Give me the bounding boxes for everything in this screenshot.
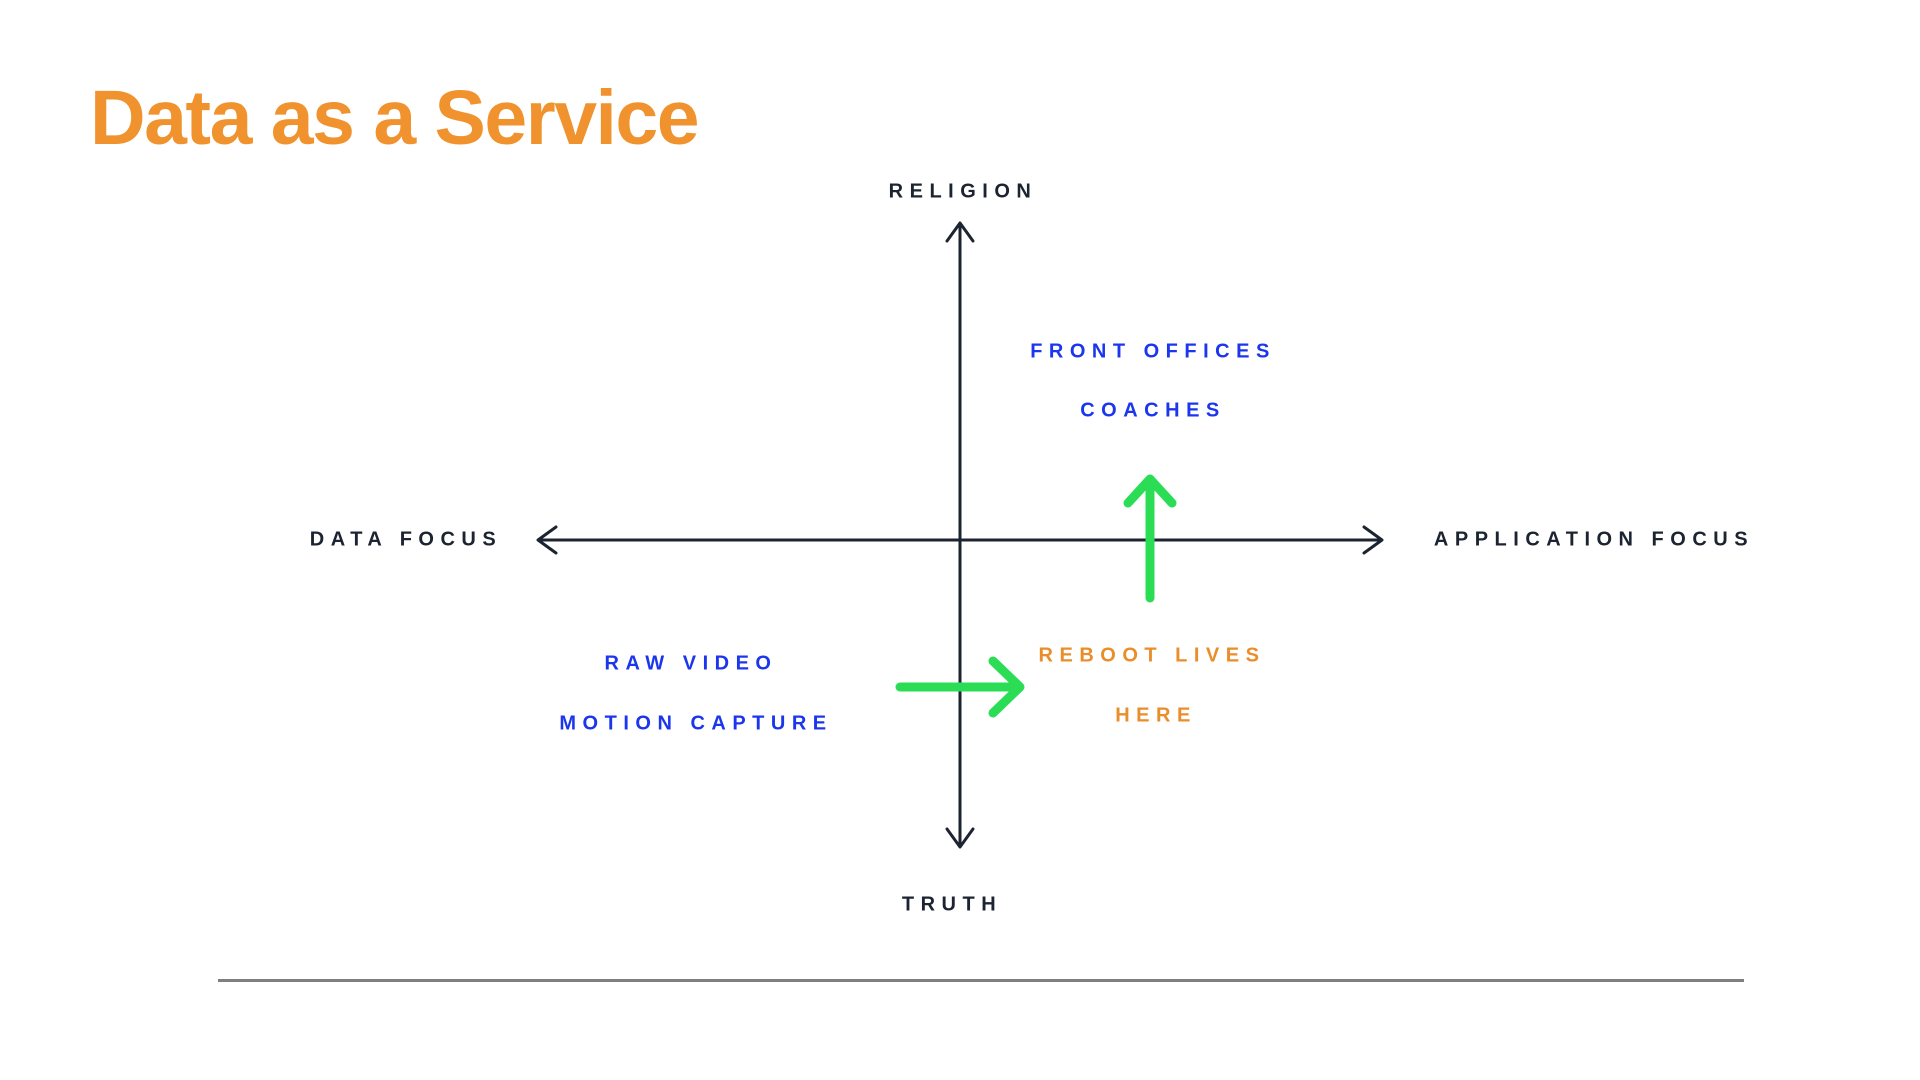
page-title: Data as a Service [90, 74, 700, 161]
green-right-arrow-icon [895, 656, 1025, 718]
vertical-axis [945, 221, 975, 849]
horizontal-axis [536, 525, 1384, 555]
quadrant-label-coaches: COACHES [1080, 399, 1226, 422]
arrowhead-left-icon [536, 525, 558, 555]
arrowhead-up-icon [945, 221, 975, 243]
green-up-arrow-icon [1123, 474, 1177, 603]
quadrant-label-reboot-lives: REBOOT LIVES [1038, 644, 1266, 667]
arrowhead-right-icon [1362, 525, 1384, 555]
quadrant-label-motion-capture: MOTION CAPTURE [559, 712, 833, 735]
quadrant-label-here: HERE [1115, 704, 1197, 727]
arrowhead-down-icon [945, 827, 975, 849]
bottom-divider-line [218, 979, 1744, 982]
quadrant-label-front-offices: FRONT OFFICES [1030, 340, 1276, 363]
axis-label-data-focus: DATA FOCUS [309, 528, 503, 551]
axis-label-application-focus: APPLICATION FOCUS [1433, 528, 1755, 551]
axis-label-religion: RELIGION [888, 180, 1038, 203]
axis-label-truth: TRUTH [901, 893, 1003, 916]
quadrant-label-raw-video: RAW VIDEO [604, 652, 778, 675]
